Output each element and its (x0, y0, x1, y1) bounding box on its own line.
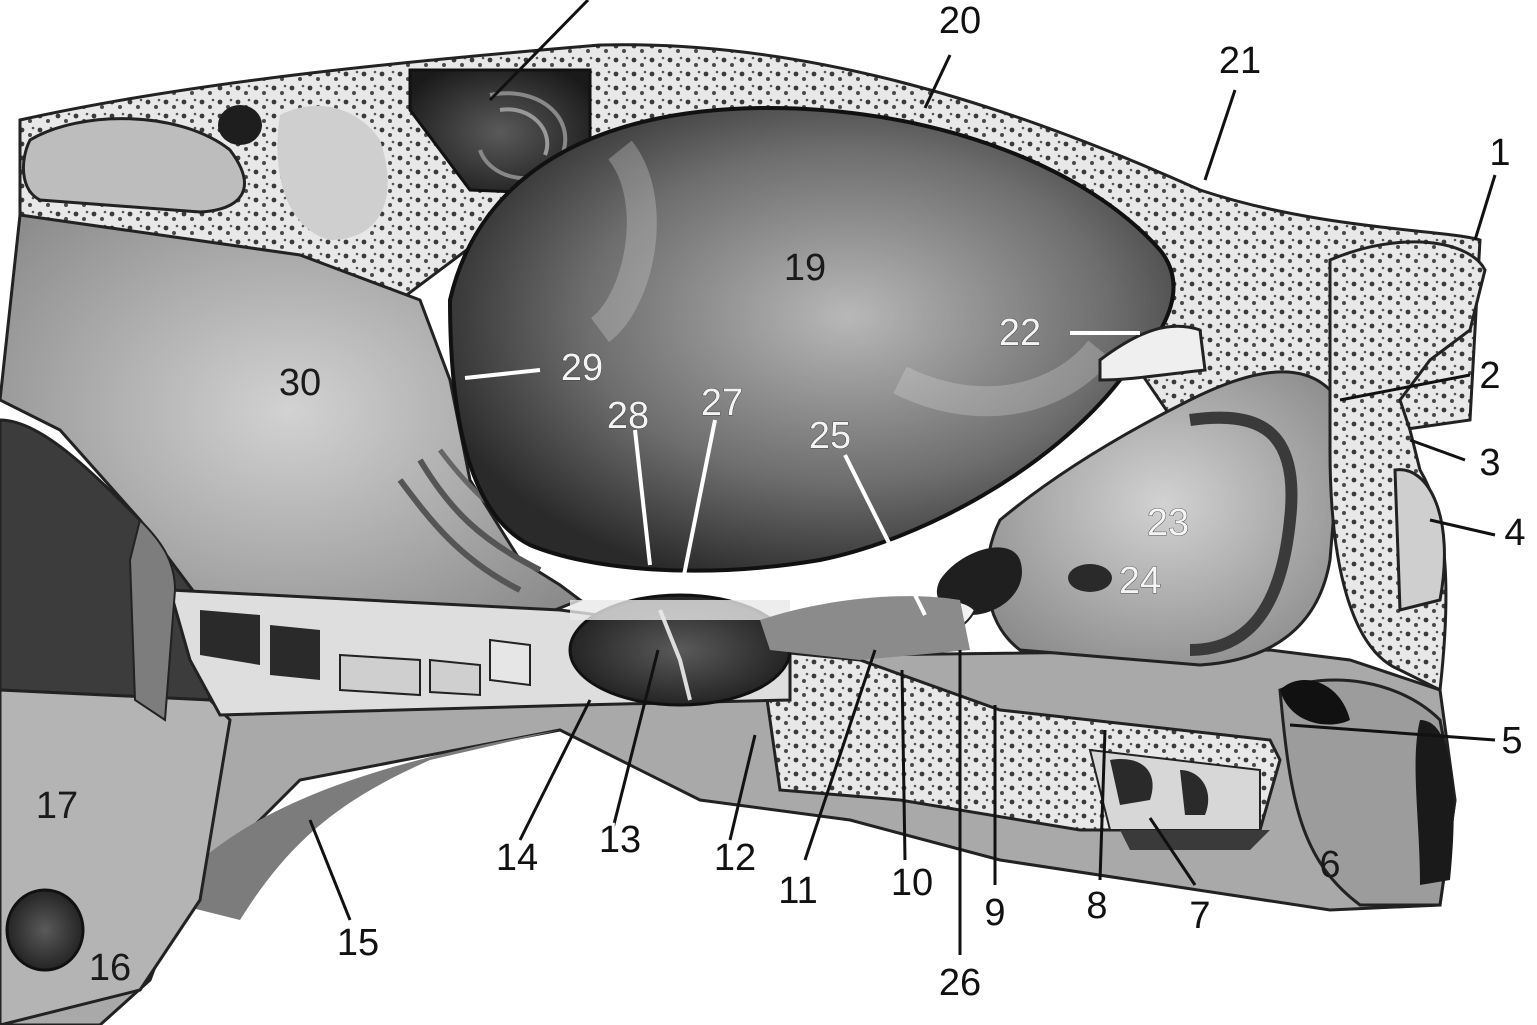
label-30: 30 (279, 362, 321, 404)
leader-line-2 (1339, 373, 1471, 402)
label-5: 5 (1501, 720, 1522, 762)
label-21: 21 (1219, 40, 1261, 82)
label-20: 20 (939, 0, 981, 42)
label-11: 11 (778, 870, 817, 912)
label-9: 9 (984, 892, 1005, 934)
label-16: 16 (89, 947, 131, 989)
label-4: 4 (1504, 512, 1525, 554)
label-26: 26 (939, 962, 981, 1004)
leader-line-18 (488, 0, 590, 102)
label-8: 8 (1086, 885, 1107, 927)
label-25: 25 (809, 415, 851, 457)
leader-line-14 (518, 699, 592, 841)
label-15: 15 (337, 922, 379, 964)
leader-line-15 (308, 819, 352, 921)
label-12: 12 (714, 837, 756, 879)
label-28: 28 (607, 395, 649, 437)
leader-line-11 (803, 649, 877, 861)
label-1: 1 (1489, 132, 1510, 174)
leader-line-13 (608, 649, 660, 841)
label-23: 23 (1147, 502, 1189, 544)
label-29: 29 (561, 347, 603, 389)
label-14: 14 (496, 837, 538, 879)
leader-line-3 (1409, 438, 1466, 462)
label-3: 3 (1479, 442, 1500, 484)
leader-line-21 (1203, 89, 1237, 181)
label-22: 22 (999, 312, 1041, 354)
leader-line-25 (843, 454, 927, 616)
leader-line-29 (464, 368, 541, 380)
leader-line-27 (680, 419, 717, 586)
leader-line-12 (728, 734, 757, 841)
label-2: 2 (1479, 355, 1500, 397)
leader-line-10 (900, 669, 907, 861)
leader-line-1 (1473, 174, 1497, 241)
label-17: 17 (36, 785, 78, 827)
label-10: 10 (891, 862, 933, 904)
label-7: 7 (1189, 895, 1210, 937)
label-19: 19 (784, 247, 826, 289)
leader-line-4 (1429, 518, 1496, 537)
leader-line-28 (633, 429, 652, 566)
leader-line-20 (923, 54, 952, 109)
label-6: 6 (1319, 844, 1340, 886)
label-24: 24 (1119, 560, 1161, 602)
leader-line-5 (1289, 723, 1496, 742)
label-27: 27 (701, 382, 743, 424)
leader-line-8 (1098, 729, 1107, 881)
label-13: 13 (599, 819, 641, 861)
leader-line-7 (1148, 817, 1197, 886)
